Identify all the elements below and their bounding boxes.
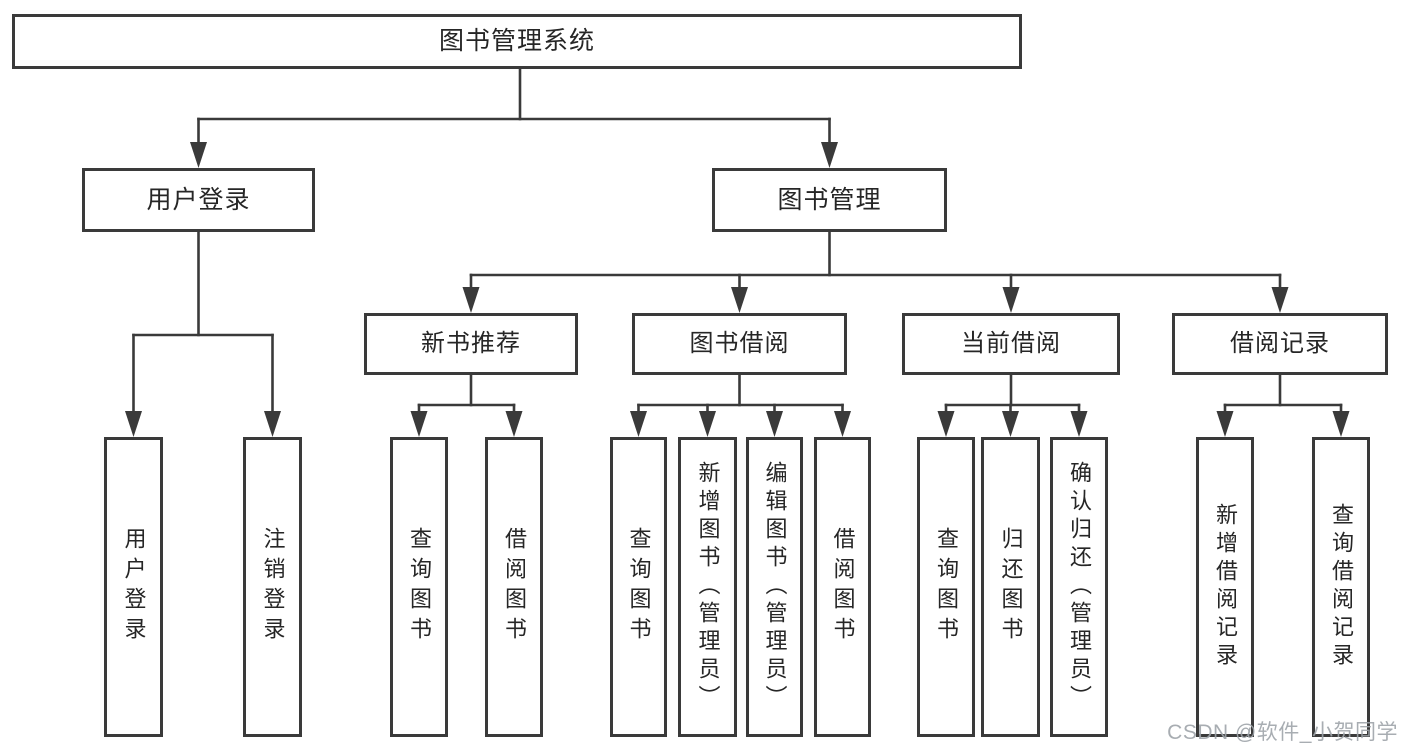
- leaf-records-add-record: 新增借阅记录: [1196, 437, 1254, 737]
- leaf-borrow-edit-books-admin-label: 编辑图书（管理员）: [762, 461, 788, 713]
- leaf-current-return-books: 归还图书: [981, 437, 1040, 737]
- node-current-borrow-label: 当前借阅: [961, 330, 1061, 357]
- leaf-borrow-borrow-books: 借阅图书: [814, 437, 871, 737]
- leaf-borrow-borrow-books-label: 借阅图书: [830, 527, 856, 647]
- node-user-login: 用户登录: [82, 168, 315, 232]
- csdn-watermark: CSDN @软件_小贺同学: [1167, 721, 1398, 744]
- leaf-current-confirm-return-admin: 确认归还（管理员）: [1050, 437, 1108, 737]
- leaf-records-query-record: 查询借阅记录: [1312, 437, 1370, 737]
- leaf-borrow-add-books-admin: 新增图书（管理员）: [678, 437, 737, 737]
- leaf-current-query-books: 查询图书: [917, 437, 975, 737]
- node-book-management: 图书管理: [712, 168, 947, 232]
- leaf-current-return-books-label: 归还图书: [998, 527, 1024, 647]
- node-current-borrow: 当前借阅: [902, 313, 1120, 375]
- node-borrow-records-label: 借阅记录: [1230, 330, 1330, 357]
- leaf-borrow-edit-books-admin: 编辑图书（管理员）: [746, 437, 803, 737]
- leaf-logout: 注销登录: [243, 437, 302, 737]
- node-book-borrow: 图书借阅: [632, 313, 847, 375]
- leaf-newbook-query-books: 查询图书: [390, 437, 448, 737]
- leaf-current-query-books-label: 查询图书: [934, 527, 959, 647]
- node-new-book-recommend: 新书推荐: [364, 313, 578, 375]
- leaf-newbook-borrow-books: 借阅图书: [485, 437, 543, 737]
- node-book-borrow-label: 图书借阅: [689, 330, 790, 357]
- node-root: 图书管理系统: [12, 14, 1022, 69]
- leaf-newbook-query-books-label: 查询图书: [407, 527, 432, 647]
- node-book-management-label: 图书管理: [777, 185, 882, 214]
- node-borrow-records: 借阅记录: [1172, 313, 1388, 375]
- leaf-borrow-query-books: 查询图书: [610, 437, 667, 737]
- leaf-user-login: 用户登录: [104, 437, 163, 737]
- node-new-book-recommend-label: 新书推荐: [421, 330, 521, 357]
- node-user-login-label: 用户登录: [146, 185, 251, 214]
- node-root-label: 图书管理系统: [438, 27, 595, 55]
- leaf-user-login-label: 用户登录: [121, 527, 147, 647]
- leaf-borrow-query-books-label: 查询图书: [626, 527, 652, 647]
- leaf-records-query-record-label: 查询借阅记录: [1329, 503, 1354, 671]
- leaf-newbook-borrow-books-label: 借阅图书: [502, 527, 527, 647]
- leaf-logout-label: 注销登录: [260, 527, 286, 647]
- leaf-borrow-add-books-admin-label: 新增图书（管理员）: [695, 461, 721, 713]
- leaf-current-confirm-return-admin-label: 确认归还（管理员）: [1067, 461, 1092, 713]
- leaf-records-add-record-label: 新增借阅记录: [1213, 503, 1238, 671]
